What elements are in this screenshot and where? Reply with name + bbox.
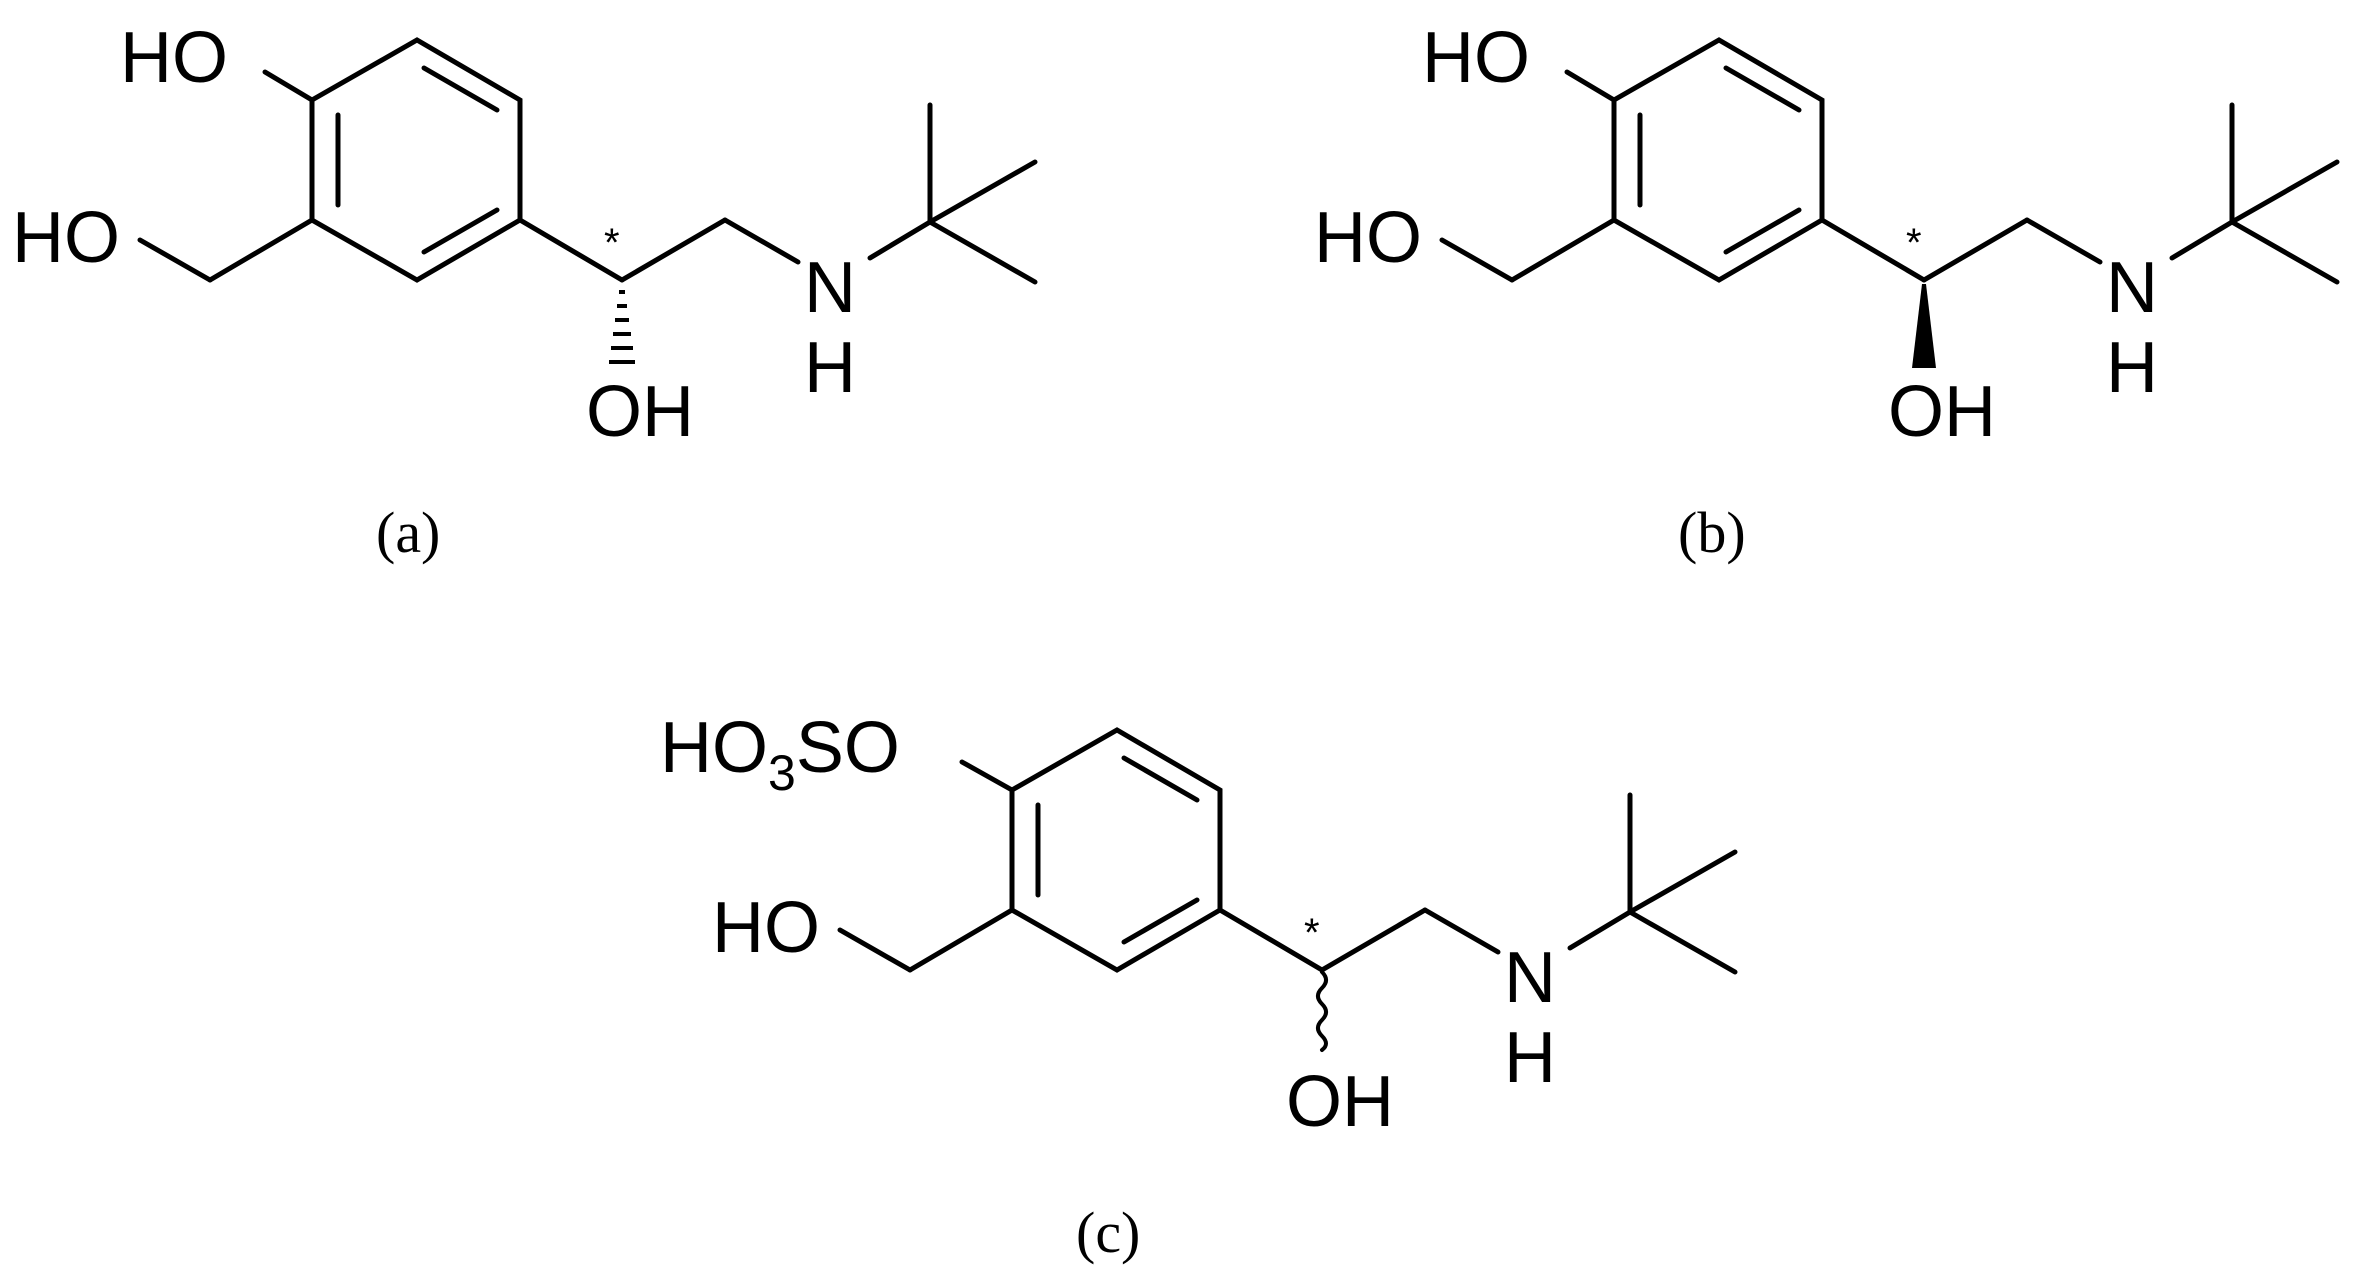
benzene-ring-c: [1009, 727, 1223, 973]
amine-n-label-c: N: [1504, 938, 1556, 1018]
chiral-to-ch2-bond-a: [619, 217, 728, 283]
hashed-wedge-a: [609, 290, 635, 364]
hydroxymethyl-label-a: HO: [12, 198, 120, 278]
ch2-oh-bond-c: [837, 927, 913, 973]
labels-c: HO3SO HO * OH N H (c): [660, 708, 1556, 1265]
bonds-c: [837, 727, 1738, 1052]
amine-h-label-a: H: [804, 328, 856, 408]
bonds-b: [1439, 37, 2340, 285]
tbu-methyl-right-up-a: [927, 159, 1038, 225]
ring-to-chiral-bond-c: [1217, 907, 1325, 973]
n-to-quaternary-bond-b: [2169, 219, 2235, 261]
amine-h-label-c: H: [1504, 1018, 1556, 1098]
labels-b: HO HO * OH N H (b): [1314, 18, 2158, 565]
sulfate-label-c: HO3SO: [660, 708, 900, 801]
chiral-marker-c: *: [1304, 911, 1320, 955]
sidechain-oh-label-b: OH: [1888, 372, 1996, 452]
structure-c: HO3SO HO * OH N H (c): [660, 708, 1738, 1265]
n-to-quaternary-bond-c: [1567, 909, 1633, 951]
labels-a: HO HO * OH N H (a): [12, 18, 856, 565]
wavy-bond-c: [1316, 970, 1328, 1052]
ch2-oh-bond-a: [137, 237, 213, 283]
ch2-to-n-bond-a: [722, 217, 801, 265]
ch2-bond-c: [907, 907, 1015, 973]
benzene-ring-b: [1611, 37, 1825, 283]
ch2-to-n-bond-b: [2024, 217, 2103, 265]
ring-to-chiral-bond-a: [517, 217, 625, 283]
bonds-a: [137, 37, 1038, 285]
structure-a: HO HO * OH N H (a): [12, 18, 1038, 565]
ch2-bond-b: [1509, 217, 1617, 283]
hydroxymethyl-label-c: HO: [712, 888, 820, 968]
sulfate-subscript: 3: [768, 745, 796, 801]
caption-b: (b): [1678, 500, 1746, 565]
hydroxymethyl-label-b: HO: [1314, 198, 1422, 278]
benzene-ring-a: [309, 37, 523, 283]
amine-h-label-b: H: [2106, 328, 2158, 408]
ch2-to-n-bond-c: [1422, 907, 1501, 955]
ch2-bond-a: [207, 217, 315, 283]
n-to-quaternary-bond-a: [867, 219, 933, 261]
aromatic-line-a1: [421, 65, 500, 113]
chiral-to-ch2-bond-c: [1319, 907, 1428, 973]
sulfate-prefix: HO: [660, 708, 768, 788]
tbu-methyl-right-down-c: [1627, 909, 1738, 975]
phenol-bond-b: [1564, 69, 1617, 103]
caption-a: (a): [376, 500, 440, 565]
aromatic-line-b1: [1723, 65, 1802, 113]
aromatic-line-a2: [421, 207, 500, 255]
ch2-oh-bond-b: [1439, 237, 1515, 283]
structure-b: HO HO * OH N H (b): [1314, 18, 2340, 565]
tbu-methyl-right-up-c: [1627, 849, 1738, 915]
aromatic-line-b2: [1723, 207, 1802, 255]
aromatic-line-c1: [1121, 755, 1200, 803]
tbu-methyl-right-down-b: [2229, 219, 2340, 285]
chiral-to-ch2-bond-b: [1921, 217, 2030, 283]
sidechain-oh-label-a: OH: [586, 372, 694, 452]
amine-n-label-b: N: [2106, 248, 2158, 328]
chiral-marker-b: *: [1906, 221, 1922, 265]
chiral-marker-a: *: [604, 221, 620, 265]
phenol-bond-a: [262, 69, 315, 103]
tbu-methyl-right-up-b: [2229, 159, 2340, 225]
aromatic-line-c2: [1121, 897, 1200, 945]
solid-wedge-b: [1912, 284, 1936, 368]
sulfate-o-bond-c: [959, 759, 1015, 793]
amine-n-label-a: N: [804, 248, 856, 328]
sulfate-suffix: SO: [796, 708, 900, 788]
phenol-label-a: HO: [120, 18, 228, 98]
caption-c: (c): [1076, 1200, 1140, 1265]
tbu-methyl-right-down-a: [927, 219, 1038, 285]
phenol-label-b: HO: [1422, 18, 1530, 98]
sidechain-oh-label-c: OH: [1286, 1062, 1394, 1142]
ring-to-chiral-bond-b: [1819, 217, 1927, 283]
